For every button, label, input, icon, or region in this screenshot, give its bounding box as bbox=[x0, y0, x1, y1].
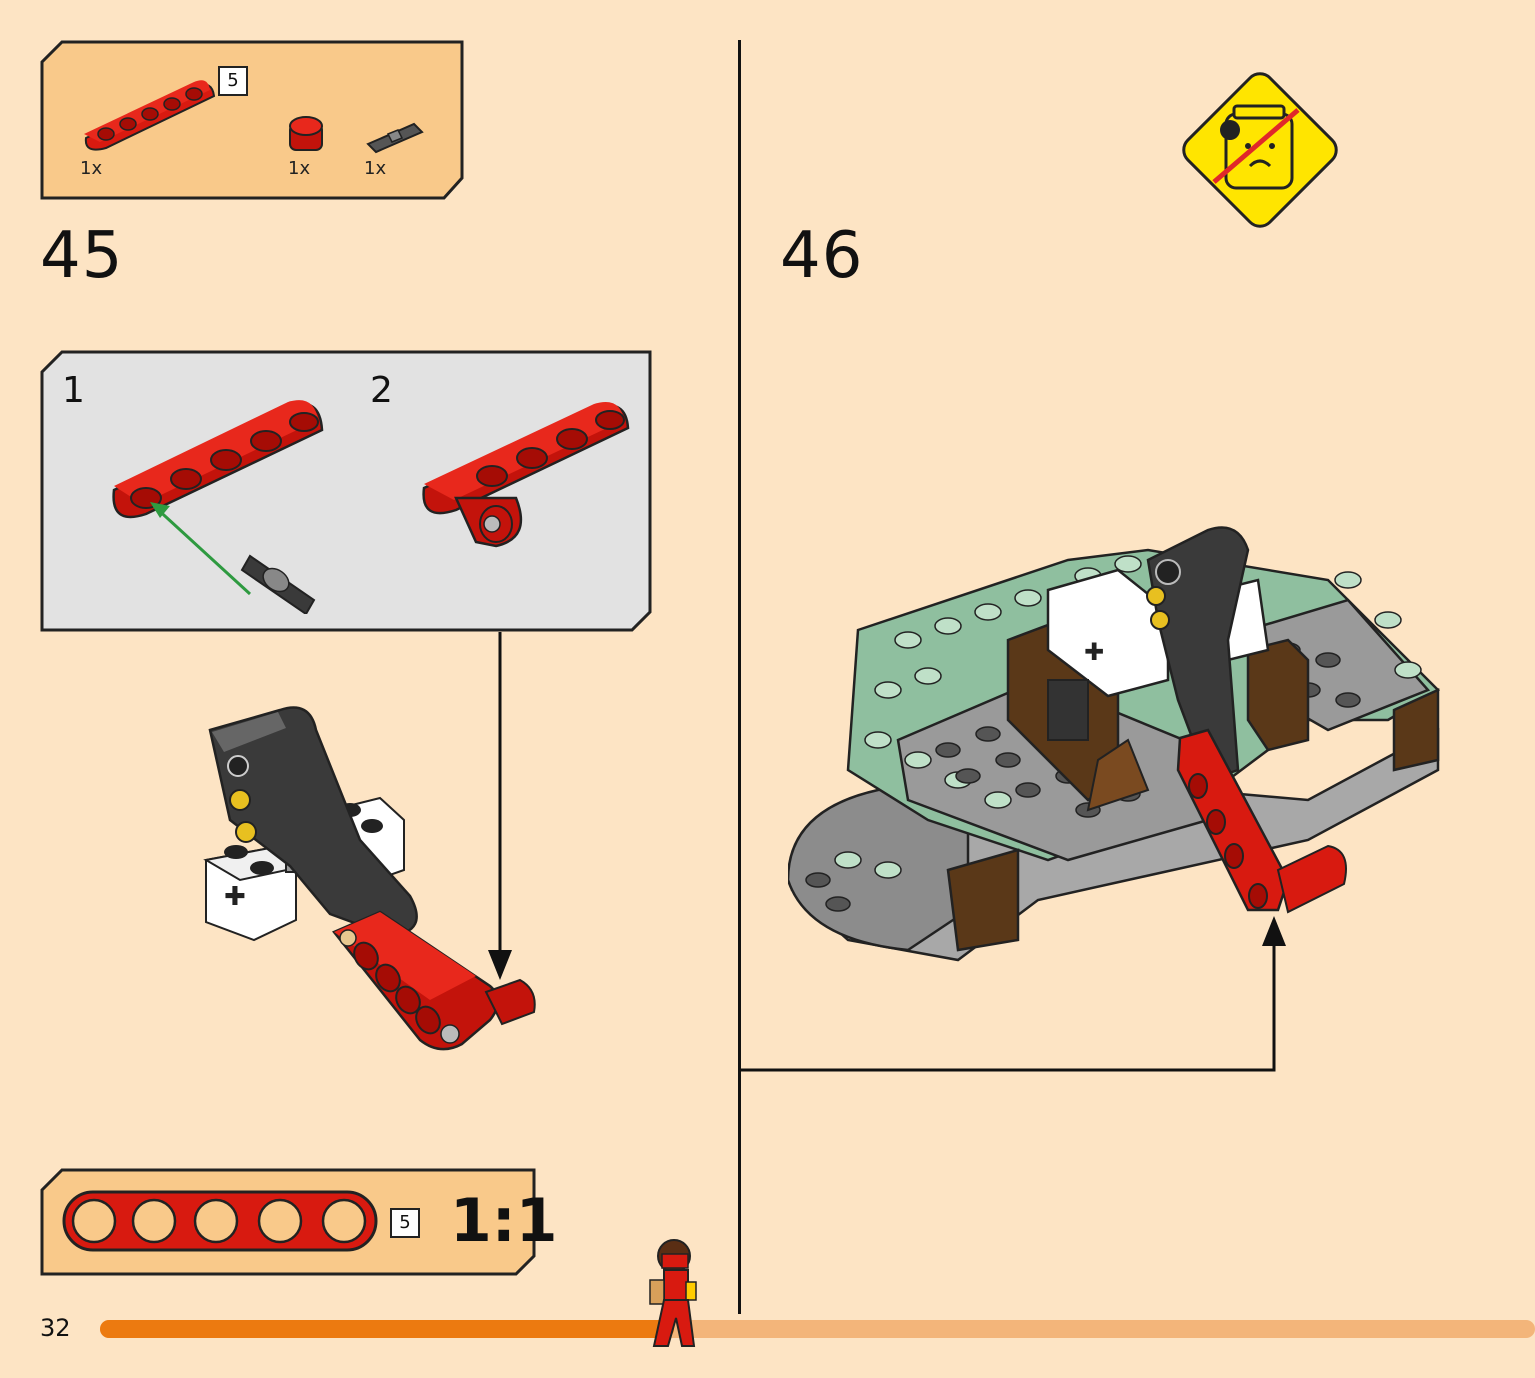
substep-1-illustration bbox=[112, 400, 324, 614]
step-45-model: ✚ bbox=[203, 706, 536, 1051]
length-badge: 5 bbox=[390, 1208, 420, 1238]
bush-part-icon bbox=[289, 116, 323, 151]
progress-bar bbox=[100, 1320, 1535, 1338]
length-badge: 5 bbox=[218, 66, 248, 96]
scale-ratio: 1:1 bbox=[450, 1186, 558, 1256]
substep-2-illustration bbox=[422, 402, 630, 548]
part-qty: 1x bbox=[364, 158, 387, 179]
substep-number: 2 bbox=[370, 370, 393, 411]
progress-fill bbox=[100, 1320, 674, 1338]
substep-number: 1 bbox=[62, 370, 85, 411]
page-number: 32 bbox=[40, 1314, 71, 1342]
beam-5-scale-icon bbox=[62, 1190, 378, 1252]
svg-text:✚: ✚ bbox=[224, 882, 246, 912]
column-divider bbox=[738, 40, 741, 1314]
part-qty: 1x bbox=[80, 158, 103, 179]
parts-list-callout: 5 1x 1x 1x bbox=[40, 40, 464, 200]
beam-5-part-icon bbox=[84, 80, 216, 151]
step-46-model: ✚ bbox=[788, 526, 1441, 962]
scale-reference-callout: 5 1:1 bbox=[40, 1168, 558, 1276]
step-number: 46 bbox=[780, 219, 864, 293]
svg-text:✚: ✚ bbox=[1084, 638, 1104, 666]
connector-arrow bbox=[488, 632, 512, 980]
part-qty: 1x bbox=[288, 158, 311, 179]
no-minifig-head-icon bbox=[1182, 72, 1338, 228]
connector-arrow bbox=[740, 916, 1286, 1072]
pin-part-icon bbox=[366, 122, 424, 154]
minifig-runner-icon bbox=[649, 1239, 697, 1347]
step-number: 45 bbox=[40, 219, 124, 293]
substep-callout: 1 2 bbox=[40, 350, 652, 632]
